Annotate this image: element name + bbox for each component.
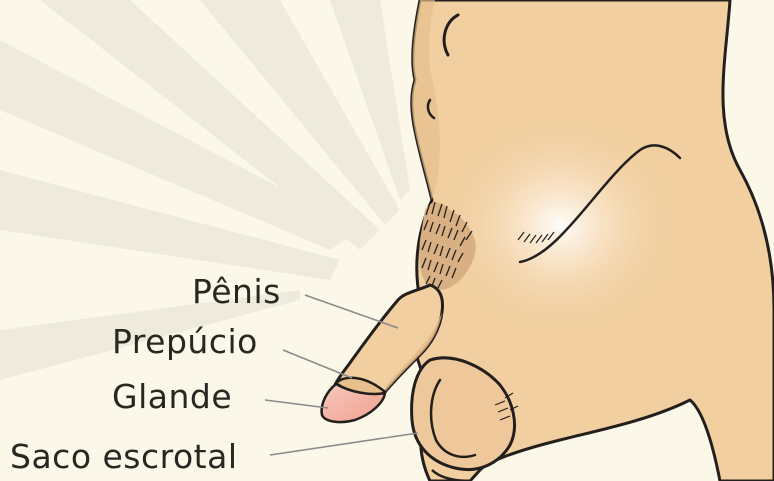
leader-glans (265, 400, 328, 408)
leader-foreskin (283, 350, 352, 378)
label-glans: Glande (112, 380, 232, 413)
label-scrotum: Saco escrotal (10, 440, 238, 473)
label-penis: Pênis (192, 275, 281, 308)
leader-scrotum (270, 433, 418, 455)
leader-penis (305, 295, 398, 328)
label-foreskin: Prepúcio (112, 325, 258, 358)
